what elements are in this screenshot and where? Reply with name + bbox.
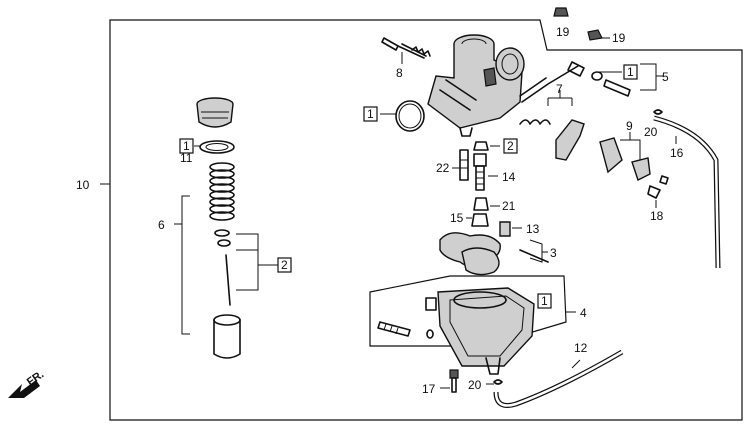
small-plug bbox=[425, 297, 437, 339]
callout-20a: 20 bbox=[644, 125, 658, 139]
boxed-1-bowl bbox=[537, 293, 552, 309]
callout-3: 3 bbox=[550, 246, 557, 260]
throttle-spring bbox=[209, 162, 235, 221]
callout-9: 9 bbox=[626, 119, 633, 133]
boxed-1-bowl-text: 1 bbox=[541, 294, 548, 308]
float-valve-13 bbox=[499, 221, 511, 237]
callout-11: 11 bbox=[180, 151, 193, 165]
air-screw-assy bbox=[567, 61, 631, 97]
bracket-3 bbox=[529, 239, 543, 263]
screws-18 bbox=[647, 175, 669, 199]
callout-19a: 19 bbox=[556, 25, 570, 39]
carburetor-body bbox=[427, 34, 525, 137]
callout-15: 15 bbox=[450, 211, 464, 225]
callout-14: 14 bbox=[502, 170, 516, 184]
callout-19b: 19 bbox=[612, 31, 626, 45]
throttle-stop-screw bbox=[381, 37, 431, 59]
choke-link bbox=[521, 65, 579, 103]
valve-15 bbox=[471, 213, 489, 227]
jet-holder-12 bbox=[473, 141, 489, 151]
cable-bracket-9 bbox=[599, 137, 651, 181]
boxed-2-needle-text: 2 bbox=[281, 258, 288, 272]
assembly-frame bbox=[109, 19, 743, 421]
callout-6: 6 bbox=[158, 218, 165, 232]
callout-13: 13 bbox=[526, 222, 540, 236]
clip-20-bottom bbox=[493, 379, 503, 385]
throttle-slide bbox=[213, 314, 241, 359]
callout-17: 17 bbox=[422, 382, 436, 396]
callout-7: 7 bbox=[556, 82, 563, 96]
boxed-1-screw-text: 1 bbox=[627, 65, 634, 79]
float-bowl-frame bbox=[369, 275, 567, 347]
top-washer bbox=[199, 140, 235, 154]
boxed-1-o-ring-text: 1 bbox=[367, 107, 374, 121]
leader-12b bbox=[571, 359, 581, 369]
pilot-jet-22 bbox=[459, 149, 469, 181]
bracket-2-left bbox=[236, 233, 259, 291]
callout-22: 22 bbox=[436, 161, 450, 175]
callout-4: 4 bbox=[580, 306, 587, 320]
callout-21: 21 bbox=[502, 199, 516, 213]
callout-16: 16 bbox=[670, 146, 684, 160]
boxed-2-jet-text: 2 bbox=[507, 139, 514, 153]
boxed-1-washer bbox=[179, 138, 194, 154]
washer-inner bbox=[205, 143, 229, 151]
choke-spring-7 bbox=[519, 119, 585, 161]
callout-20b: 20 bbox=[468, 378, 482, 392]
boxed-1-o-ring bbox=[363, 106, 378, 122]
o-ring-1 bbox=[395, 100, 425, 132]
callout-12: 12 bbox=[574, 341, 588, 355]
jet-needle bbox=[225, 254, 231, 306]
clip-20-top bbox=[653, 109, 663, 115]
bolt-19a bbox=[553, 7, 569, 17]
bolt-19b bbox=[587, 29, 603, 41]
callout-18: 18 bbox=[650, 209, 664, 223]
vent-tube-16 bbox=[653, 115, 721, 269]
callout-10: 10 bbox=[76, 178, 90, 192]
bracket-9 bbox=[620, 139, 641, 160]
boxed-2-jet bbox=[503, 138, 518, 154]
float-bowl-4 bbox=[437, 287, 535, 375]
boxed-1-screw bbox=[623, 64, 638, 80]
boxed-1-washer-text: 1 bbox=[183, 139, 190, 153]
o-ring-1-inner bbox=[398, 103, 422, 129]
boxed-2-needle bbox=[277, 257, 292, 273]
carb-top-cap bbox=[196, 97, 234, 128]
needle-jet-14 bbox=[473, 153, 487, 191]
main-jet-21 bbox=[473, 197, 489, 211]
vent-tube-16-inner bbox=[653, 116, 720, 269]
screw-17 bbox=[449, 369, 459, 393]
front-direction-arrow: FR. bbox=[8, 368, 46, 398]
bracket-5 bbox=[640, 63, 657, 91]
float-3 bbox=[439, 232, 549, 276]
bracket-6 bbox=[181, 195, 190, 335]
fr-label: FR. bbox=[25, 368, 46, 388]
callout-5: 5 bbox=[662, 70, 669, 84]
drain-tube-12 bbox=[493, 349, 624, 408]
callout-8: 8 bbox=[396, 66, 403, 80]
choke-link-b bbox=[519, 77, 547, 97]
drain-tube-12-inner bbox=[494, 350, 623, 407]
drain-screw bbox=[377, 321, 411, 337]
bracket-7 bbox=[547, 97, 573, 106]
needle-retainer bbox=[214, 229, 231, 247]
